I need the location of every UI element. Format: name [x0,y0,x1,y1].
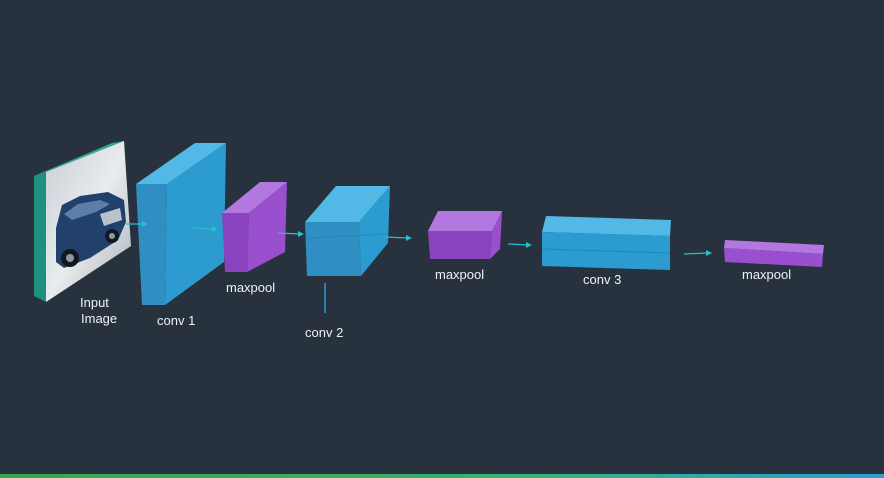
label-conv2: conv 2 [305,325,344,340]
maxpool1-block [222,182,287,272]
arrow-input-to-conv1 [126,221,148,227]
arrow-maxpool1-to-conv2 [277,231,304,237]
arrow-conv1-to-maxpool1 [192,226,218,232]
bottom-progress-strip [0,474,884,478]
label-conv3: conv 3 [583,272,622,287]
label-input-line1: Input [80,295,109,310]
maxpool2-block [428,211,502,259]
input-image-edge [34,172,46,302]
label-input-line2: Image [81,311,118,326]
label-maxpool1: maxpool [226,280,276,295]
label-maxpool3: maxpool [742,267,792,282]
label-maxpool2: maxpool [435,267,485,282]
input-image [34,141,131,302]
arrow-conv2-to-maxpool2 [384,235,412,241]
car-photo-icon [56,192,126,268]
input-image-top-edge [34,141,124,176]
conv3-block [541,216,671,270]
conv2-block [305,186,390,276]
arrow-maxpool2-to-conv3 [507,242,532,248]
conv1-block [136,143,226,305]
arrow-conv3-to-maxpool3 [683,250,712,256]
maxpool3-block [724,240,824,267]
label-conv1: conv 1 [157,313,196,328]
